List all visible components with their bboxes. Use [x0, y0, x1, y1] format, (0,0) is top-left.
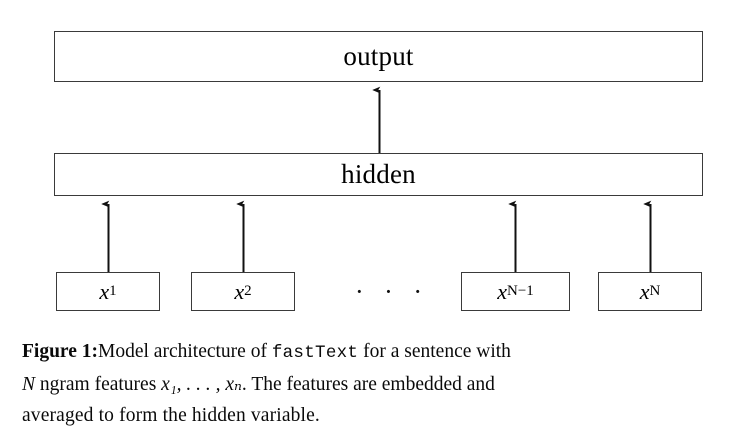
caption-line-1: Figure 1:Model architecture of fastText …	[22, 336, 738, 369]
ellipsis-indicator: · · ·	[355, 277, 429, 306]
feature-subscript: 1	[109, 283, 117, 300]
feature-subscript: 2	[244, 283, 252, 300]
caption-text-c: ngram features	[35, 374, 162, 395]
caption-math-sequence: x₁, . . . , xₙ	[161, 374, 242, 395]
feature-variable: x	[99, 278, 110, 304]
caption-text-a: Model architecture of	[98, 341, 272, 362]
caption-label: Figure 1:	[22, 341, 99, 362]
caption-text-d: . The features are embedded and	[241, 374, 495, 395]
caption-math-N: N	[22, 374, 36, 395]
figure-caption: Figure 1:Model architecture of fastText …	[22, 336, 738, 431]
feature-variable: x	[234, 278, 245, 304]
caption-line-3: averaged to form the hidden variable.	[22, 405, 320, 426]
hidden-layer-label: hidden	[341, 159, 416, 189]
feature-variable: x	[639, 278, 650, 304]
feature-subscript: N−1	[507, 283, 534, 300]
caption-code-fasttext: fastText	[271, 343, 359, 363]
caption-line-2: N ngram features x₁, . . . , xₙ. The fea…	[22, 369, 738, 400]
feature-subscript: N	[649, 283, 661, 300]
hidden-layer-box: hidden	[54, 153, 703, 196]
output-layer-label: output	[343, 41, 414, 71]
feature-variable: x	[497, 278, 508, 304]
caption-text-b: for a sentence with	[358, 341, 511, 362]
output-layer-box: output	[54, 31, 703, 82]
